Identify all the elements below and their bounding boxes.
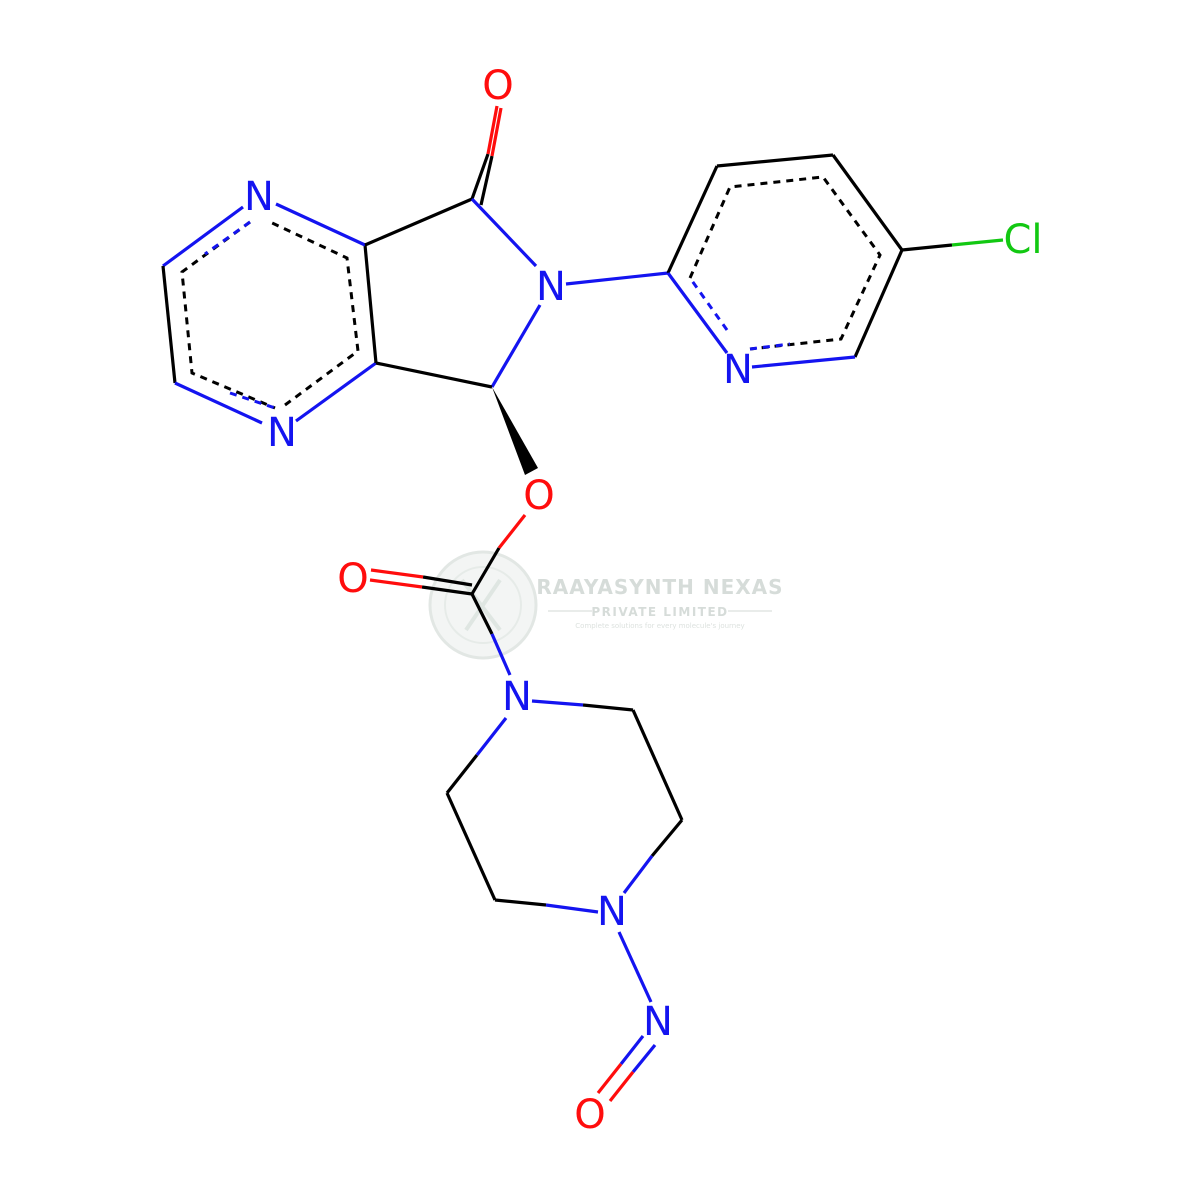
atom-n-pyrazine-bottom: N — [267, 410, 297, 456]
wedge-bond — [492, 387, 538, 475]
bond-n-pyridine — [565, 271, 669, 286]
atom-n-piperazine-4: N — [597, 889, 627, 935]
atom-n-piperazine-1: N — [502, 674, 532, 720]
watermark-tagline: Complete solutions for every molecule's … — [575, 622, 744, 630]
watermark-subtitle: PRIVATE LIMITED — [591, 605, 728, 619]
atom-n-lactam: N — [536, 264, 566, 310]
watermark-company: RAAYASYNTH NEXAS — [536, 575, 783, 599]
atom-n-pyrazine-top: N — [244, 174, 274, 220]
bond-nitroso-double — [596, 1035, 657, 1102]
atom-n-nitroso: N — [643, 999, 673, 1045]
pyrazine-ring — [161, 202, 378, 425]
atom-o-keto: O — [482, 63, 513, 109]
lactam-ring — [364, 197, 542, 389]
atom-o-ester: O — [523, 473, 554, 519]
bond-c-cl — [901, 243, 953, 252]
piperazine-ring — [445, 699, 684, 914]
atom-cl: Cl — [1003, 217, 1042, 263]
atom-o-nitroso: O — [574, 1092, 605, 1138]
bond-n-n — [617, 931, 653, 1003]
atom-n-pyridine: N — [723, 347, 753, 393]
bond-carbonyl-double — [369, 568, 473, 596]
atom-o-carbonyl: O — [337, 556, 368, 602]
bond-keto-double — [470, 105, 503, 206]
watermark: RAAYASYNTH NEXAS PRIVATE LIMITED Complet… — [428, 550, 783, 660]
atom-labels: O N N N N Cl O O N N N O — [244, 63, 1042, 1138]
bonds — [161, 105, 1004, 1102]
pyridine-ring — [666, 153, 904, 369]
